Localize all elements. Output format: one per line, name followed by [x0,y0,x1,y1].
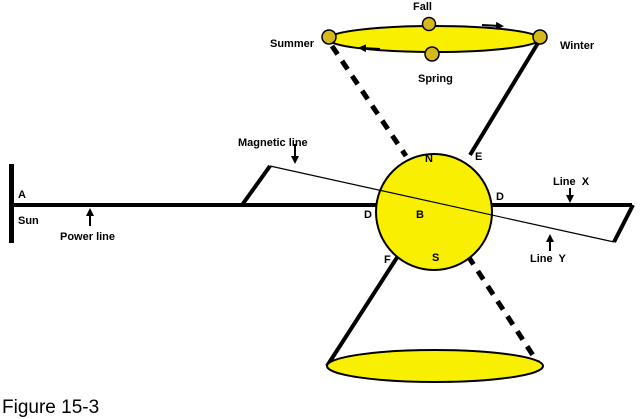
d-left-label: D [364,209,372,221]
orbit-arrow-left [358,44,381,53]
sun-label: Sun [18,215,39,227]
fall-label: Fall [413,1,432,13]
orbit-arrow-right [481,21,504,30]
summer-ball [321,29,337,45]
left-zigzag [240,164,272,207]
earth-circle [375,153,493,271]
e-label: E [475,151,482,163]
b-label: B [416,209,424,221]
d-right-label: D [496,191,504,203]
summer-label: Summer [270,38,315,50]
sun-bar [9,164,14,243]
winter-label: Winter [560,40,595,52]
spring-ball [424,46,440,62]
spring-label: Spring [418,73,453,85]
power-line-label: Power line [60,231,115,243]
bottom-solid-line [325,254,400,368]
a-label: A [18,189,26,201]
winter-solid-line [468,41,540,157]
line-y-label: Line Y [530,253,567,265]
n-label: N [425,153,433,165]
winter-ball [532,29,548,45]
right-zigzag [612,204,635,243]
bottom-dashed-line [465,254,543,368]
magnetic-line-label: Magnetic line [238,137,308,149]
line-x-label: Line X [553,176,590,188]
fall-ball [421,16,437,32]
f-label: F [384,254,391,266]
s-label: S [432,252,439,264]
magnetic-line [269,165,615,243]
summer-dashed-line [329,44,409,158]
figure-caption: Figure 15-3 [2,397,99,418]
bottom-ellipse [326,349,544,383]
